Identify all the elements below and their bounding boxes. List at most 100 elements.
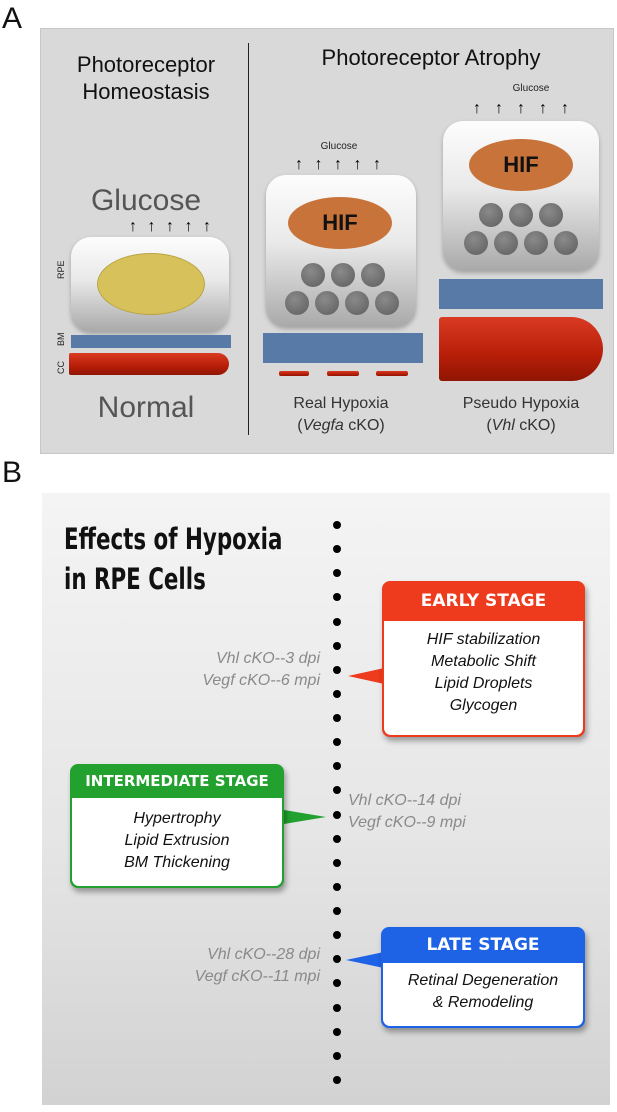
real-droplet [285,291,309,315]
real-droplet [345,291,369,315]
divider-line [248,43,249,435]
arrow-up-icon: ↑ [473,100,481,117]
homeostasis-title-line1: Photoreceptor [76,52,216,77]
pseudo-droplet [539,203,563,227]
timeline-dot [333,1027,341,1036]
cc-axis-label: CC [56,361,66,374]
normal-glucose-label: Glucose [90,184,202,217]
real-glucose-label: Glucose [320,141,358,152]
timeline-dot [333,955,341,964]
arrow-up-icon: ↑ [166,218,174,235]
pseudo-droplet [509,203,533,227]
normal-label: Normal [97,391,195,424]
normal-nucleus [97,253,205,315]
normal-vessel [69,353,229,375]
pseudo-hif-oval: HIF [469,139,573,191]
panel-a-letter: A [2,2,23,35]
timeline-dot [333,545,341,554]
sub-suffix: cKO) [343,417,385,434]
late-pointer [346,952,384,968]
late-time-1: Vhl cKO--28 dpi [207,946,320,963]
homeostasis-title-line2: Homeostasis [82,79,210,104]
intermediate-pointer [278,809,326,825]
normal-glucose-arrows: ↑ ↑ ↑ ↑ ↑ [129,219,211,235]
paren-open: ( [297,417,303,434]
panel-b-letter: B [2,456,23,489]
intermediate-item: BM Thickening [124,854,230,871]
intermediate-item: Hypertrophy [133,810,221,827]
timeline-dot [333,834,341,843]
arrow-up-icon: ↑ [517,100,525,117]
timeline-dot [333,593,341,602]
real-gene-name: Vegfa [302,417,344,434]
timeline-dot [333,714,341,723]
early-stage-box: EARLY STAGE HIF stabilization Metabolic … [382,581,585,737]
late-time-2: Vegf cKO--11 mpi [194,968,320,985]
sub-suffix: cKO) [514,417,556,434]
pseudo-glucose-arrows: ↑ ↑ ↑ ↑ ↑ [473,101,569,117]
early-item: Glycogen [449,697,518,714]
pseudo-gene-name: Vhl [491,417,515,434]
intermediate-stage-heading: INTERMEDIATE STAGE [85,772,269,790]
real-droplet [315,291,339,315]
panel-b-title-line2: in RPE Cells [64,562,206,596]
arrow-up-icon: ↑ [129,218,137,235]
timeline-dot [333,931,341,940]
pseudo-hypoxia-sub: (Vhl cKO) [436,417,606,435]
pseudo-droplet [554,231,578,255]
timeline-dot [333,1003,341,1012]
arrow-up-icon: ↑ [539,100,547,117]
early-item: Metabolic Shift [431,653,536,670]
arrow-up-icon: ↑ [184,218,193,235]
pseudo-droplet [479,203,503,227]
arrow-up-icon: ↑ [561,100,569,117]
timeline-dot [333,882,341,891]
real-vessel-fragment [327,371,359,376]
arrow-up-icon: ↑ [147,218,156,235]
arrow-up-icon: ↑ [295,156,303,173]
timeline-dot [333,689,341,698]
timeline-dot [333,738,341,747]
panel-b-title: Effects of Hypoxia in RPE Cells [64,519,282,599]
timeline-dot [333,979,341,988]
real-vessel-fragment [279,371,309,376]
late-item: & Remodeling [432,994,534,1011]
late-stage-box: LATE STAGE Retinal Degeneration & Remode… [381,927,585,1028]
intermediate-stage-box: INTERMEDIATE STAGE Hypertrophy Lipid Ext… [70,764,284,888]
atrophy-title: Photoreceptor Atrophy [321,45,541,70]
arrow-up-icon: ↑ [314,156,323,173]
early-timepoints: Vhl cKO--3 dpi Vegf cKO--6 mpi [160,648,320,692]
pseudo-vessel [439,317,603,381]
timeline-dot [333,810,341,819]
timeline-dot [333,786,341,795]
real-bm-layer [263,333,423,363]
real-droplet [361,263,385,287]
panel-b-title-line1: Effects of Hypoxia [64,522,283,556]
pseudo-bm-layer [439,279,603,309]
pseudo-glucose-label: Glucose [512,83,550,94]
early-pointer [348,668,384,684]
bm-axis-label: BM [56,332,66,347]
real-hypoxia-sub: (Vegfa cKO) [256,417,426,435]
timeline-dot [333,521,341,529]
arrow-up-icon: ↑ [495,100,503,117]
real-hypoxia-label: Real Hypoxia [293,395,389,412]
real-droplet [331,263,355,287]
pseudo-droplet [464,231,488,255]
timeline-dot [333,858,341,867]
late-timepoints: Vhl cKO--28 dpi Vegf cKO--11 mpi [160,944,320,988]
arrow-up-icon: ↑ [334,156,342,173]
homeostasis-title: Photoreceptor Homeostasis [51,51,241,105]
intermediate-timepoints: Vhl cKO--14 dpi Vegf cKO--9 mpi [348,790,518,834]
arrow-up-icon: ↑ [203,218,211,235]
early-time-1: Vhl cKO--3 dpi [215,650,320,667]
real-droplet [375,291,399,315]
timeline-dot [333,617,341,626]
intermediate-time-2: Vegf cKO--9 mpi [348,814,466,831]
normal-bm-layer [71,335,231,348]
pseudo-droplet [524,231,548,255]
arrow-up-icon: ↑ [373,156,381,173]
early-stage-heading: EARLY STAGE [420,591,547,611]
timeline-dot [333,665,341,674]
timeline-dot [333,1076,341,1084]
